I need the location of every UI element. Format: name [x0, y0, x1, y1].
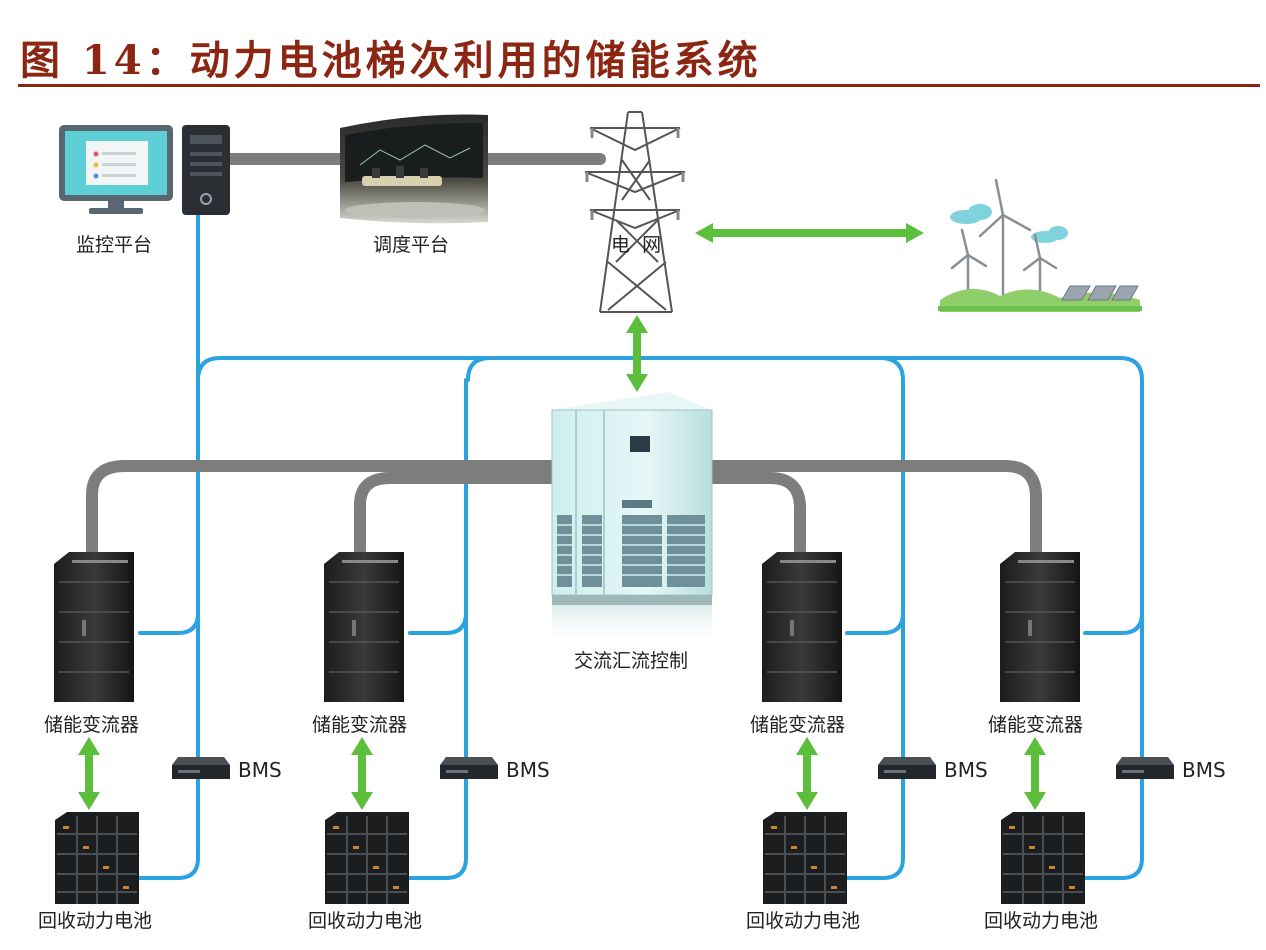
bms-device-icon [878, 757, 936, 779]
label-bms-4: BMS [1182, 758, 1226, 782]
grid-combiner-arrow [626, 315, 648, 392]
combiner-cabinet-icon [551, 392, 713, 650]
battery-racks [55, 812, 1085, 904]
label-combiner: 交流汇流控制 [574, 650, 689, 672]
grid-farm-arrow [695, 223, 924, 243]
pcs-battery-arrow [351, 737, 373, 810]
label-pcs-3: 储能变流器 [750, 714, 846, 736]
label-grid: 电 网 [611, 234, 662, 256]
bms-device-icon [1116, 757, 1174, 779]
pcs-cabinets [54, 552, 1080, 702]
label-pcs-2: 储能变流器 [312, 714, 408, 736]
battery-rack-icon [1001, 812, 1085, 904]
bms-device-icon [440, 757, 498, 779]
pcs-battery-arrow [1024, 737, 1046, 810]
figure-title: 图 14：动力电池梯次利用的储能系统 [20, 37, 762, 84]
pcs-battery-arrow [78, 737, 100, 810]
blue-comm-lines [138, 208, 1144, 880]
label-monitor-platform: 监控平台 [76, 234, 153, 256]
label-battery-2: 回收动力电池 [308, 910, 423, 932]
pcs-cabinet-icon [324, 552, 404, 702]
label-bms-1: BMS [238, 758, 282, 782]
pcs-cabinet-icon [54, 552, 134, 702]
label-bms-3: BMS [944, 758, 988, 782]
bms-devices [172, 757, 1174, 779]
green-arrows [78, 223, 1046, 810]
pcs-battery-arrow [796, 737, 818, 810]
label-battery-4: 回收动力电池 [984, 910, 1099, 932]
gray-power-lines [86, 153, 1042, 556]
bms-device-icon [172, 757, 230, 779]
monitor-icon [59, 125, 173, 214]
pcs-cabinet-icon [1000, 552, 1080, 702]
title-rule [18, 84, 1260, 87]
battery-rack-icon [763, 812, 847, 904]
battery-rack-icon [325, 812, 409, 904]
wind-solar-farm-icon [938, 178, 1142, 312]
label-pcs-4: 储能变流器 [988, 714, 1084, 736]
label-battery-1: 回收动力电池 [38, 910, 153, 932]
control-room-icon [340, 114, 488, 224]
transmission-tower-icon [584, 111, 686, 313]
label-pcs-1: 储能变流器 [44, 714, 140, 736]
label-dispatch-platform: 调度平台 [373, 234, 450, 256]
label-battery-3: 回收动力电池 [746, 910, 861, 932]
label-bms-2: BMS [506, 758, 550, 782]
battery-rack-icon [55, 812, 139, 904]
server-tower-icon [182, 125, 230, 215]
pcs-cabinet-icon [762, 552, 842, 702]
